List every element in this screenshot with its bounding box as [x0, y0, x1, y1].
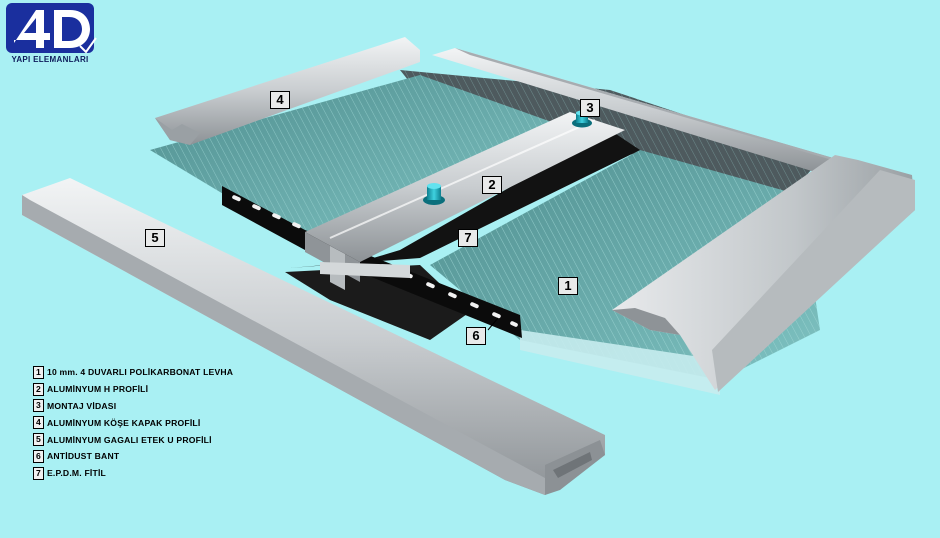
callout-3: 3 — [580, 99, 600, 117]
legend-label: E.P.D.M. FİTİL — [47, 468, 106, 479]
legend-item: 5 ALUMİNYUM GAGALI ETEK U PROFİLİ — [33, 431, 333, 448]
logo-caption: YAPI ELEMANLARI — [11, 55, 89, 64]
callout-4-left: 4 — [270, 91, 290, 109]
epdm-strip — [222, 186, 522, 338]
callout-7: 7 — [458, 229, 478, 247]
callout-2: 2 — [482, 176, 502, 194]
legend-number: 7 — [33, 466, 44, 480]
logo-block: YAPI ELEMANLARI — [0, 0, 100, 72]
mounting-screw-center — [423, 183, 445, 205]
rear-cover-profile — [432, 48, 840, 172]
legend-number: 3 — [33, 399, 44, 413]
legend-label: ALUMİNYUM GAGALI ETEK U PROFİLİ — [47, 434, 212, 445]
h-profile-lower — [320, 262, 410, 278]
corner-cover-profile-left-end — [155, 118, 200, 145]
legend-item: 1 10 mm. 4 DUVARLI POLİKARBONAT LEVHA — [33, 364, 333, 381]
epdm-perforations — [232, 195, 518, 327]
legend-number: 1 — [33, 365, 44, 379]
legend-item: 7 E.P.D.M. FİTİL — [33, 465, 333, 482]
corner-cover-profile-right-face — [712, 170, 915, 392]
legend-item: 3 MONTAJ VİDASI — [33, 398, 333, 415]
h-profile-top — [305, 112, 625, 262]
legend-number: 5 — [33, 433, 44, 447]
legend-number: 2 — [33, 382, 44, 396]
legend-label: MONTAJ VİDASI — [47, 400, 117, 411]
polycarbonate-sheet-left-ribs — [150, 75, 560, 240]
u-profile-face — [22, 195, 545, 495]
callout-5: 5 — [145, 229, 165, 247]
legend-item: 4 ALUMİNYUM KÖŞE KAPAK PROFİLİ — [33, 414, 333, 431]
legend: 1 10 mm. 4 DUVARLI POLİKARBONAT LEVHA 2 … — [33, 364, 333, 482]
u-profile-slot — [553, 452, 592, 478]
legend-label: ANTİDUST BANT — [47, 451, 120, 462]
legend-label: ALUMİNYUM H PROFİLİ — [47, 384, 149, 395]
callout-6: 6 — [466, 327, 486, 345]
legend-number: 4 — [33, 416, 44, 430]
polycarbonate-edge-flutes — [520, 330, 720, 395]
company-logo — [6, 3, 97, 54]
callout-6-leader — [487, 317, 499, 331]
corner-cover-profile-right-end — [612, 308, 680, 335]
u-profile — [22, 178, 605, 495]
h-profile-ridge — [329, 119, 596, 239]
legend-label: 10 mm. 4 DUVARLI POLİKARBONAT LEVHA — [47, 367, 234, 378]
legend-item: 6 ANTİDUST BANT — [33, 448, 333, 465]
rear-cover-profile-side — [455, 48, 860, 168]
legend-item: 2 ALUMİNYUM H PROFİLİ — [33, 381, 333, 398]
callout-1: 1 — [558, 277, 578, 295]
legend-label: ALUMİNYUM KÖŞE KAPAK PROFİLİ — [47, 417, 201, 428]
legend-number: 6 — [33, 449, 44, 463]
